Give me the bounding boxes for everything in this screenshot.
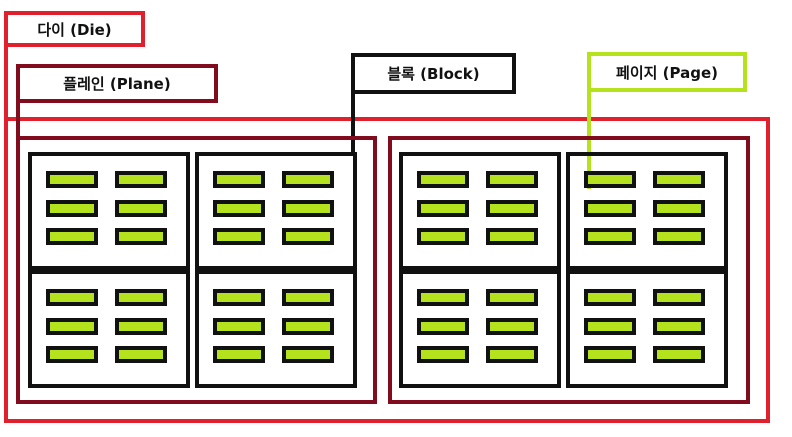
page-1-1-5 xyxy=(46,228,98,245)
page-1-2-2 xyxy=(282,171,334,188)
page-1-4-2 xyxy=(282,289,334,306)
block-label-text: 블록 (Block) xyxy=(387,65,480,83)
die-outline xyxy=(4,117,770,423)
plane-2 xyxy=(388,136,750,404)
page-2-1-6 xyxy=(486,228,538,245)
page-1-2-6 xyxy=(282,228,334,245)
block-1-1 xyxy=(28,152,190,270)
page-2-2-2 xyxy=(653,171,705,188)
page-1-4-6 xyxy=(282,346,334,363)
page-1-1-4 xyxy=(115,200,167,217)
page-1-1-6 xyxy=(115,228,167,245)
die-label-text: 다이 (Die) xyxy=(37,20,112,39)
block-2-2 xyxy=(566,152,728,270)
block-2-4 xyxy=(566,270,728,388)
page-2-3-5 xyxy=(417,346,469,363)
page-1-2-3 xyxy=(213,200,265,217)
plane-connector xyxy=(16,100,20,140)
page-2-3-2 xyxy=(486,289,538,306)
die-connector xyxy=(4,44,8,120)
block-1-4 xyxy=(195,270,357,388)
page-1-3-2 xyxy=(115,289,167,306)
plane-label-text: 플레인 (Plane) xyxy=(63,75,171,93)
page-1-3-4 xyxy=(115,318,167,335)
page-2-2-4 xyxy=(653,200,705,217)
page-1-1-1 xyxy=(46,171,98,188)
page-2-1-1 xyxy=(417,171,469,188)
page-1-3-1 xyxy=(46,289,98,306)
page-2-4-1 xyxy=(584,289,636,306)
page-2-4-3 xyxy=(584,318,636,335)
die-label: 다이 (Die) xyxy=(4,11,145,47)
page-1-2-5 xyxy=(213,228,265,245)
page-2-4-5 xyxy=(584,346,636,363)
page-1-2-4 xyxy=(282,200,334,217)
page-1-4-3 xyxy=(213,318,265,335)
page-2-2-1 xyxy=(584,171,636,188)
page-2-3-6 xyxy=(486,346,538,363)
block-label: 블록 (Block) xyxy=(351,53,516,94)
page-label: 페이지 (Page) xyxy=(587,52,747,92)
page-2-3-3 xyxy=(417,318,469,335)
page-1-1-2 xyxy=(115,171,167,188)
page-2-1-5 xyxy=(417,228,469,245)
block-1-2 xyxy=(195,152,357,270)
page-1-1-3 xyxy=(46,200,98,217)
plane-label: 플레인 (Plane) xyxy=(16,64,218,103)
page-2-3-4 xyxy=(486,318,538,335)
page-2-2-5 xyxy=(584,228,636,245)
block-1-3 xyxy=(28,270,190,388)
page-2-1-4 xyxy=(486,200,538,217)
page-1-4-5 xyxy=(213,346,265,363)
block-2-3 xyxy=(399,270,561,388)
page-1-2-1 xyxy=(213,171,265,188)
page-1-3-3 xyxy=(46,318,98,335)
page-2-4-6 xyxy=(653,346,705,363)
page-2-1-2 xyxy=(486,171,538,188)
page-2-4-4 xyxy=(653,318,705,335)
page-2-3-1 xyxy=(417,289,469,306)
block-connector xyxy=(351,91,355,155)
page-2-2-3 xyxy=(584,200,636,217)
page-2-1-3 xyxy=(417,200,469,217)
page-1-3-6 xyxy=(115,346,167,363)
page-label-text: 페이지 (Page) xyxy=(616,63,718,82)
plane-1 xyxy=(16,136,377,404)
page-2-2-6 xyxy=(653,228,705,245)
block-2-1 xyxy=(399,152,561,270)
page-2-4-2 xyxy=(653,289,705,306)
page-1-3-5 xyxy=(46,346,98,363)
page-1-4-1 xyxy=(213,289,265,306)
page-1-4-4 xyxy=(282,318,334,335)
